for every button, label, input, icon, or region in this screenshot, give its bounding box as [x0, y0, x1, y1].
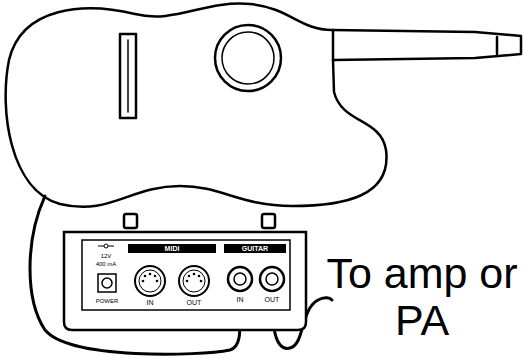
midi-out-socket [179, 266, 209, 296]
neck-heel [332, 30, 335, 60]
port-label: POWER [96, 298, 119, 304]
guitar-out-jack [260, 267, 284, 291]
port-label: IN [237, 296, 244, 303]
midi-in-socket [135, 266, 165, 296]
power-rating: 400 mA [96, 261, 117, 267]
power-jack [98, 274, 116, 292]
band-label: GUITAR [242, 245, 268, 252]
power-rating: 12V [101, 253, 112, 259]
faceplate [82, 240, 290, 310]
port-label: IN [147, 299, 154, 306]
guitar-outline [6, 4, 521, 207]
bridge [120, 34, 136, 118]
midi-band [128, 244, 216, 253]
guitar-in-jack [228, 267, 252, 291]
midi-pedal [64, 214, 306, 330]
guitar-band [224, 244, 286, 253]
band-label: MIDI [165, 245, 180, 252]
nut [496, 37, 499, 54]
port-label: OUT [187, 299, 202, 306]
destination-note: To amp or PA [326, 250, 518, 345]
port-label: OUT [265, 296, 280, 303]
knob [262, 214, 275, 228]
soundhole [215, 25, 281, 91]
knob [124, 214, 137, 228]
pedal-housing [64, 232, 306, 330]
